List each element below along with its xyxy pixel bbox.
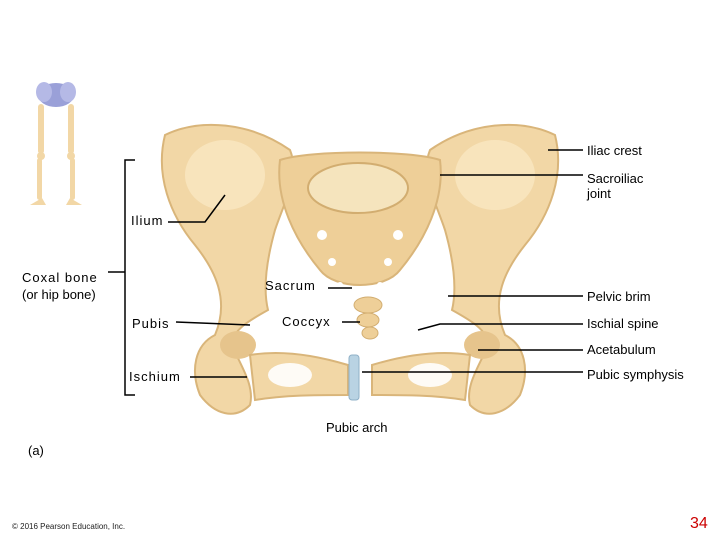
- page-number: 34: [690, 515, 708, 532]
- label-coxal-bone: Coxal bone: [22, 270, 98, 285]
- label-ilium: Ilium: [131, 213, 164, 228]
- label-pubic-arch: Pubic arch: [326, 420, 388, 435]
- coxal-bone-bracket: [124, 159, 135, 396]
- label-pubis: Pubis: [132, 316, 170, 331]
- label-sacroiliac-joint: Sacroiliac joint: [587, 171, 644, 201]
- sacrum: [278, 151, 442, 288]
- coccyx: [353, 296, 383, 340]
- label-acetabulum: Acetabulum: [587, 342, 656, 357]
- right-coxal-bone: [371, 123, 560, 415]
- label-pelvic-brim: Pelvic brim: [587, 289, 651, 304]
- label-ischium: Ischium: [129, 369, 181, 384]
- label-coxal-bone-sub: (or hip bone): [22, 287, 96, 302]
- panel-label: (a): [28, 443, 44, 458]
- skeleton-thumbnail: [30, 82, 82, 205]
- copyright-text: © 2016 Pearson Education, Inc.: [12, 522, 126, 531]
- leader-lines: [108, 149, 583, 378]
- label-ischial-spine: Ischial spine: [587, 316, 659, 331]
- label-pubic-symphysis: Pubic symphysis: [587, 367, 684, 382]
- label-iliac-crest: Iliac crest: [587, 143, 642, 158]
- left-coxal-bone: [160, 123, 349, 415]
- pubic-symphysis-cartilage: [348, 354, 360, 401]
- label-sacrum: Sacrum: [265, 278, 316, 293]
- label-coccyx: Coccyx: [282, 314, 331, 329]
